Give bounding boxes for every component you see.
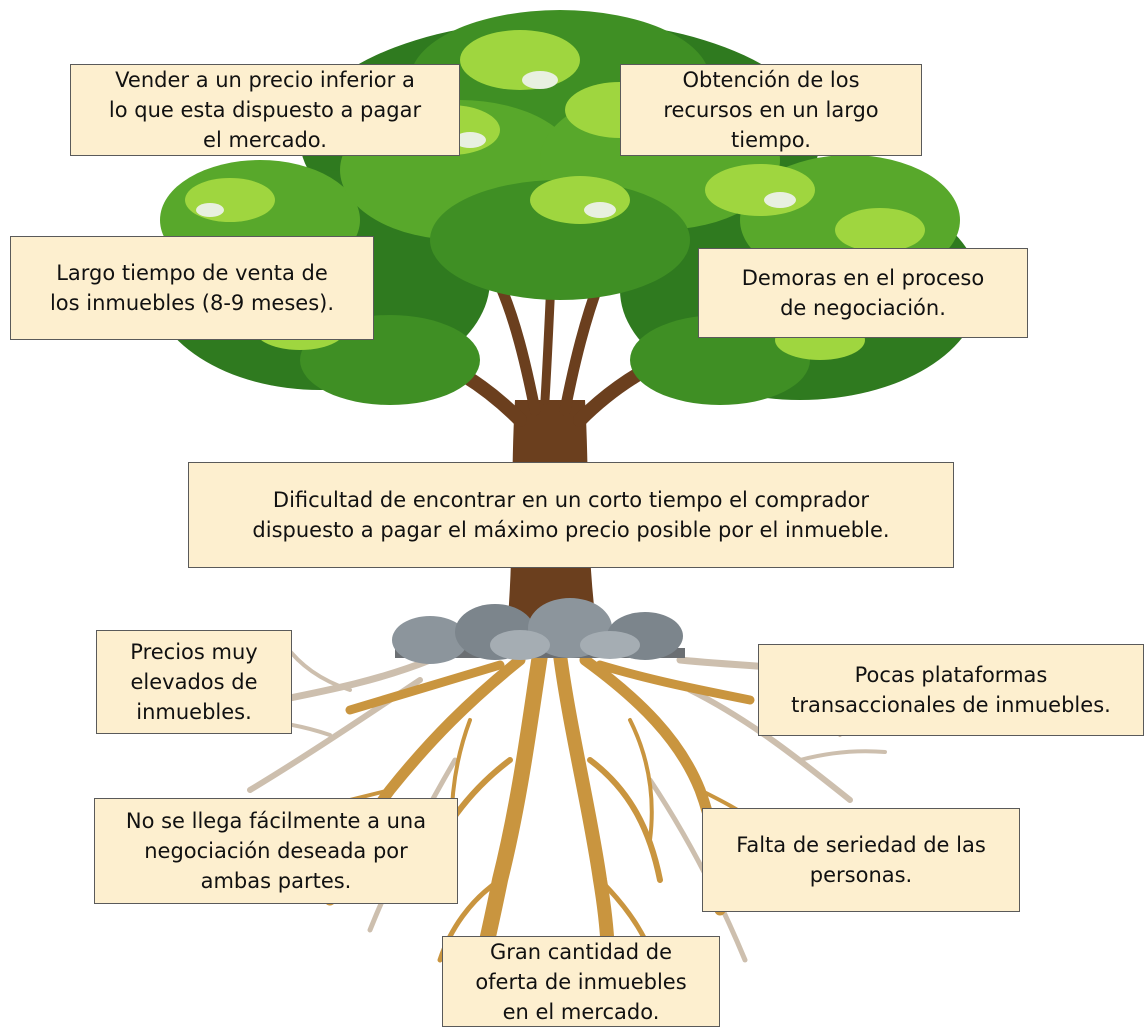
cause-box-large-supply: Gran cantidad de oferta de inmuebles en …: [442, 936, 720, 1027]
central-problem-box: Dificultad de encontrar en un corto tiem…: [188, 462, 954, 568]
effect-text-long-time-resources: Obtención de los recursos en un largo ti…: [663, 65, 878, 155]
central-problem-text: Dificultad de encontrar en un corto tiem…: [252, 485, 889, 545]
cause-text-lack-of-seriousness: Falta de seriedad de las personas.: [736, 830, 986, 890]
effect-box-negotiation-delays: Demoras en el proceso de negociación.: [698, 248, 1028, 338]
cause-text-negotiation-agreement: No se llega fácilmente a una negociación…: [126, 806, 426, 896]
cause-text-high-prices: Precios muy elevados de inmuebles.: [130, 637, 257, 727]
cause-box-high-prices: Precios muy elevados de inmuebles.: [96, 630, 292, 734]
effect-text-negotiation-delays: Demoras en el proceso de negociación.: [742, 263, 984, 323]
cause-box-lack-of-seriousness: Falta de seriedad de las personas.: [702, 808, 1020, 912]
cause-box-negotiation-agreement: No se llega fácilmente a una negociación…: [94, 798, 458, 904]
effect-text-price-below-market: Vender a un precio inferior a lo que est…: [109, 65, 421, 155]
effect-text-long-sale-time: Largo tiempo de venta de los inmuebles (…: [50, 258, 334, 318]
cause-box-few-platforms: Pocas plataformas transaccionales de inm…: [758, 644, 1144, 736]
cause-text-large-supply: Gran cantidad de oferta de inmuebles en …: [475, 937, 686, 1027]
cause-text-few-platforms: Pocas plataformas transaccionales de inm…: [791, 660, 1111, 720]
effect-box-long-time-resources: Obtención de los recursos en un largo ti…: [620, 64, 922, 156]
effect-box-long-sale-time: Largo tiempo de venta de los inmuebles (…: [10, 236, 374, 340]
effect-box-price-below-market: Vender a un precio inferior a lo que est…: [70, 64, 460, 156]
